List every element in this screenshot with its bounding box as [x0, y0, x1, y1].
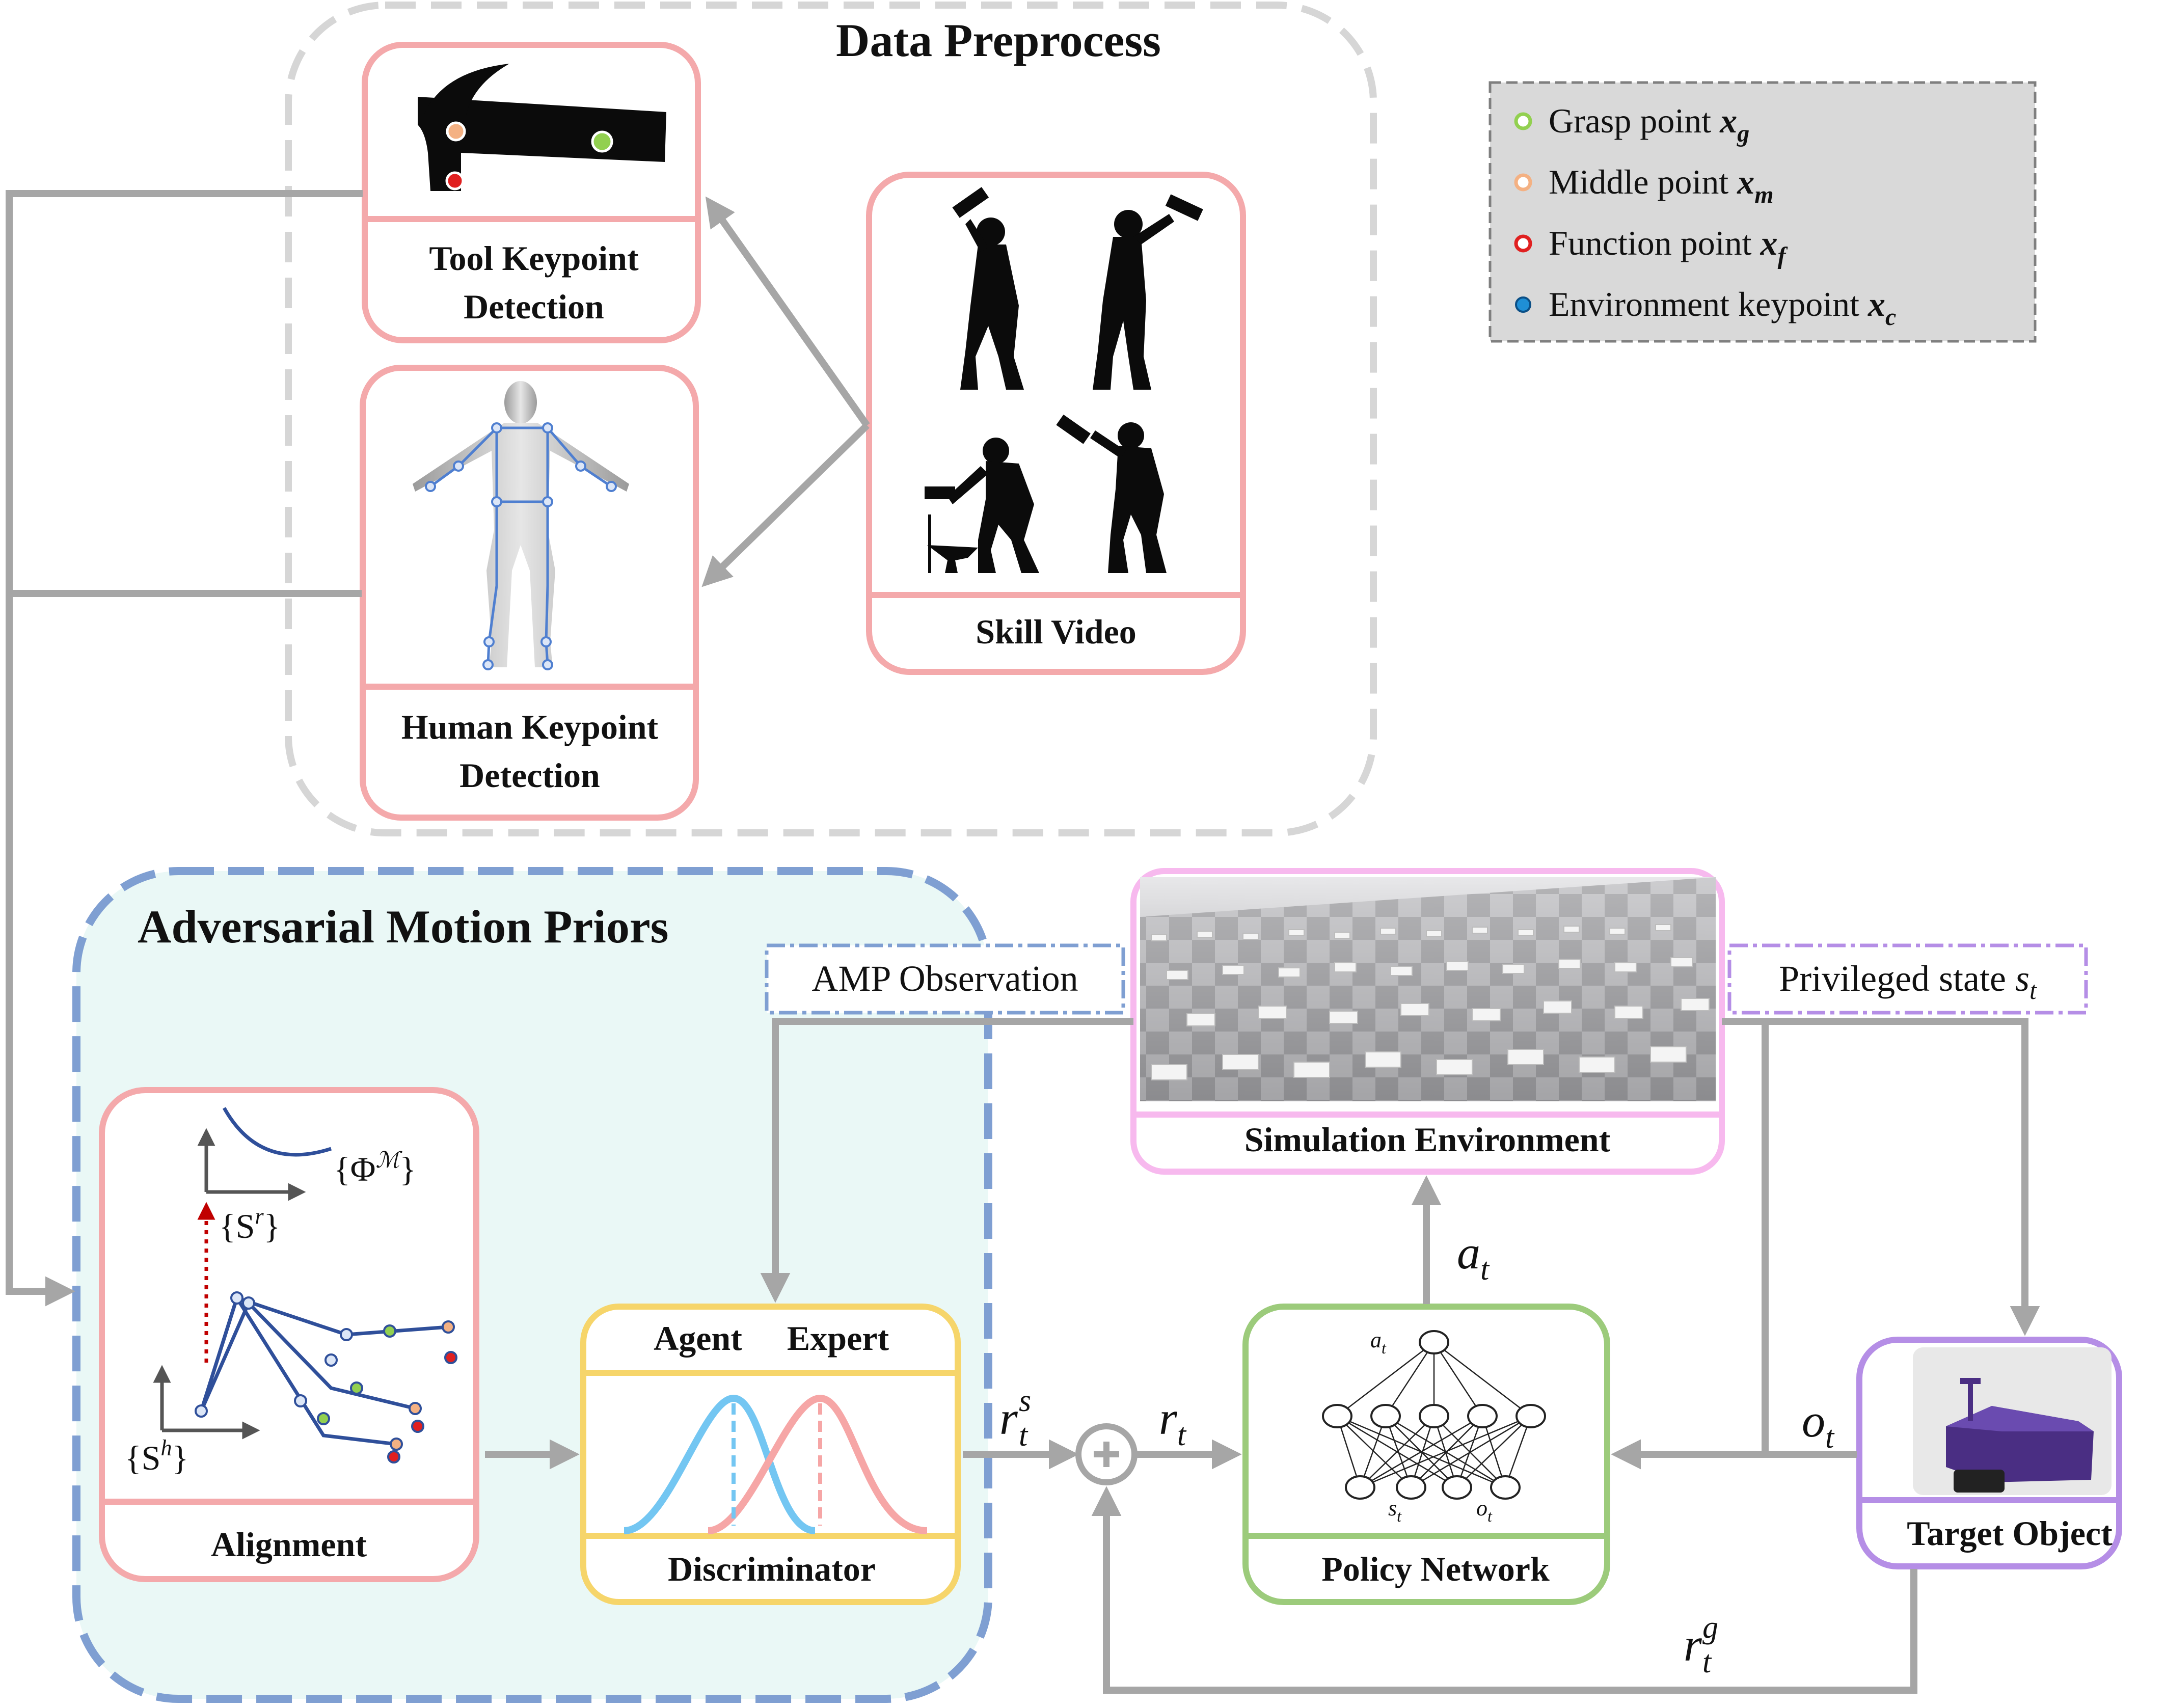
network-node: [1490, 1475, 1521, 1500]
r-t-label: rt: [1159, 1392, 1187, 1452]
human-keypoint-label-2: Detection: [459, 756, 600, 795]
simulation-grid-icon: [1140, 877, 1716, 1101]
net-label-o: ot: [1476, 1496, 1493, 1525]
o-t-label: ot: [1802, 1395, 1835, 1455]
discriminator-label: Discriminator: [668, 1550, 876, 1588]
network-node: [1516, 1404, 1546, 1428]
svg-text:s: s: [1019, 1384, 1031, 1418]
alignment-box: {Φℳ} {Sr} {S: [99, 1087, 479, 1582]
policy-network-box: at st ot Policy Network: [1242, 1304, 1610, 1605]
legend-marker-function: [1514, 234, 1532, 253]
skill-video-label: Skill Video: [976, 612, 1136, 651]
expert-header: Expert: [787, 1319, 889, 1358]
data-preprocess-title: Data Preprocess: [836, 14, 1161, 66]
agent-header: Agent: [654, 1319, 742, 1358]
network-node: [1467, 1404, 1498, 1428]
connector-lines: [6, 190, 2040, 1694]
legend-marker-grasp: [1514, 112, 1532, 130]
r-t-s-label: r s t: [999, 1384, 1031, 1453]
network-node: [1322, 1404, 1352, 1428]
network-node: [1396, 1475, 1426, 1500]
alignment-upper-axes: [197, 1107, 332, 1201]
network-node: [1345, 1475, 1375, 1500]
privileged-state-box: [1727, 943, 2088, 1015]
network-node: [1442, 1475, 1472, 1500]
target-object-icon: [1913, 1347, 2112, 1495]
target-object-label: Target Object: [1907, 1514, 2113, 1553]
legend-item-middle: Middle point xm: [1549, 162, 1774, 208]
legend-item-grasp: Grasp point xg: [1549, 101, 1749, 147]
net-label-a: at: [1370, 1327, 1387, 1357]
simulation-label: Simulation Environment: [1244, 1120, 1611, 1159]
amp-observation-arrow: [760, 1018, 1133, 1303]
skill-to-human-arrow: [701, 422, 870, 587]
human-keypoint-box: Human Keypoint Detection: [360, 365, 699, 821]
goal-reward-arrow: [1091, 1486, 1917, 1694]
neural-network-icon: [1322, 1330, 1546, 1500]
legend: Grasp point xg Middle point xm Function po…: [1489, 81, 2037, 343]
a-t-label: at: [1457, 1227, 1490, 1287]
simulation-to-target-arrow: [1722, 1018, 2040, 1336]
net-label-s: st: [1388, 1496, 1402, 1525]
network-node: [1419, 1404, 1449, 1428]
amp-observation-box: [765, 943, 1125, 1015]
hammering-silhouettes-icon: [925, 187, 1203, 573]
tool-to-alignment-line: [6, 190, 363, 1307]
s-h-label: {Sh}: [125, 1435, 188, 1477]
amp-observation-label: AMP Observation: [811, 958, 1078, 999]
legend-box: [1489, 81, 2037, 343]
alignment-lower-axes: [153, 1365, 260, 1440]
network-node: [1419, 1330, 1449, 1354]
expert-curve: [708, 1394, 928, 1534]
alignment-keypoints: [195, 1291, 457, 1463]
human-keypoint-label-1: Human Keypoint: [401, 708, 659, 746]
skill-video-box: Skill Video: [866, 172, 1246, 675]
r-t-g-label: r g t: [1684, 1610, 1718, 1679]
simulation-box: Simulation Environment: [1130, 868, 1725, 1175]
tool-keypoint-box: Tool Keypoint Detection: [362, 42, 701, 343]
alignment-label: Alignment: [211, 1525, 367, 1564]
svg-text:g: g: [1702, 1610, 1718, 1645]
amp-title: Adversarial Motion Priors: [138, 901, 668, 953]
data-preprocess-region: [285, 2, 1377, 836]
svg-text:r: r: [1684, 1619, 1702, 1671]
svg-text:t: t: [1019, 1418, 1029, 1453]
svg-text:r: r: [999, 1392, 1018, 1444]
legend-marker-environment: [1515, 296, 1531, 313]
sum-node: [1075, 1423, 1138, 1485]
legend-item-function: Function point xf: [1549, 224, 1788, 269]
target-object-box: Target Object: [1856, 1337, 2122, 1569]
agent-curve: [624, 1394, 816, 1534]
s-r-label: {Sr}: [219, 1204, 280, 1245]
tool-keypoint-label-2: Detection: [464, 287, 604, 326]
phi-m-label: {Φℳ}: [334, 1148, 416, 1188]
alignment-keypoint-chains: [199, 1293, 449, 1446]
legend-item-environment: Environment keypoint xc: [1549, 285, 1896, 331]
svg-text:t: t: [1702, 1645, 1712, 1679]
skill-to-tool-arrow: [705, 196, 870, 428]
policy-network-label: Policy Network: [1321, 1550, 1550, 1588]
hammer-icon: [418, 64, 666, 191]
tool-keypoint-label-1: Tool Keypoint: [429, 239, 639, 278]
discriminator-box: Agent Expert Discriminator: [580, 1304, 961, 1605]
network-node: [1370, 1404, 1401, 1428]
privileged-state-label: Privileged state st: [1779, 958, 2037, 1005]
legend-marker-middle: [1514, 173, 1532, 192]
human-skeleton-icon: [413, 381, 629, 670]
